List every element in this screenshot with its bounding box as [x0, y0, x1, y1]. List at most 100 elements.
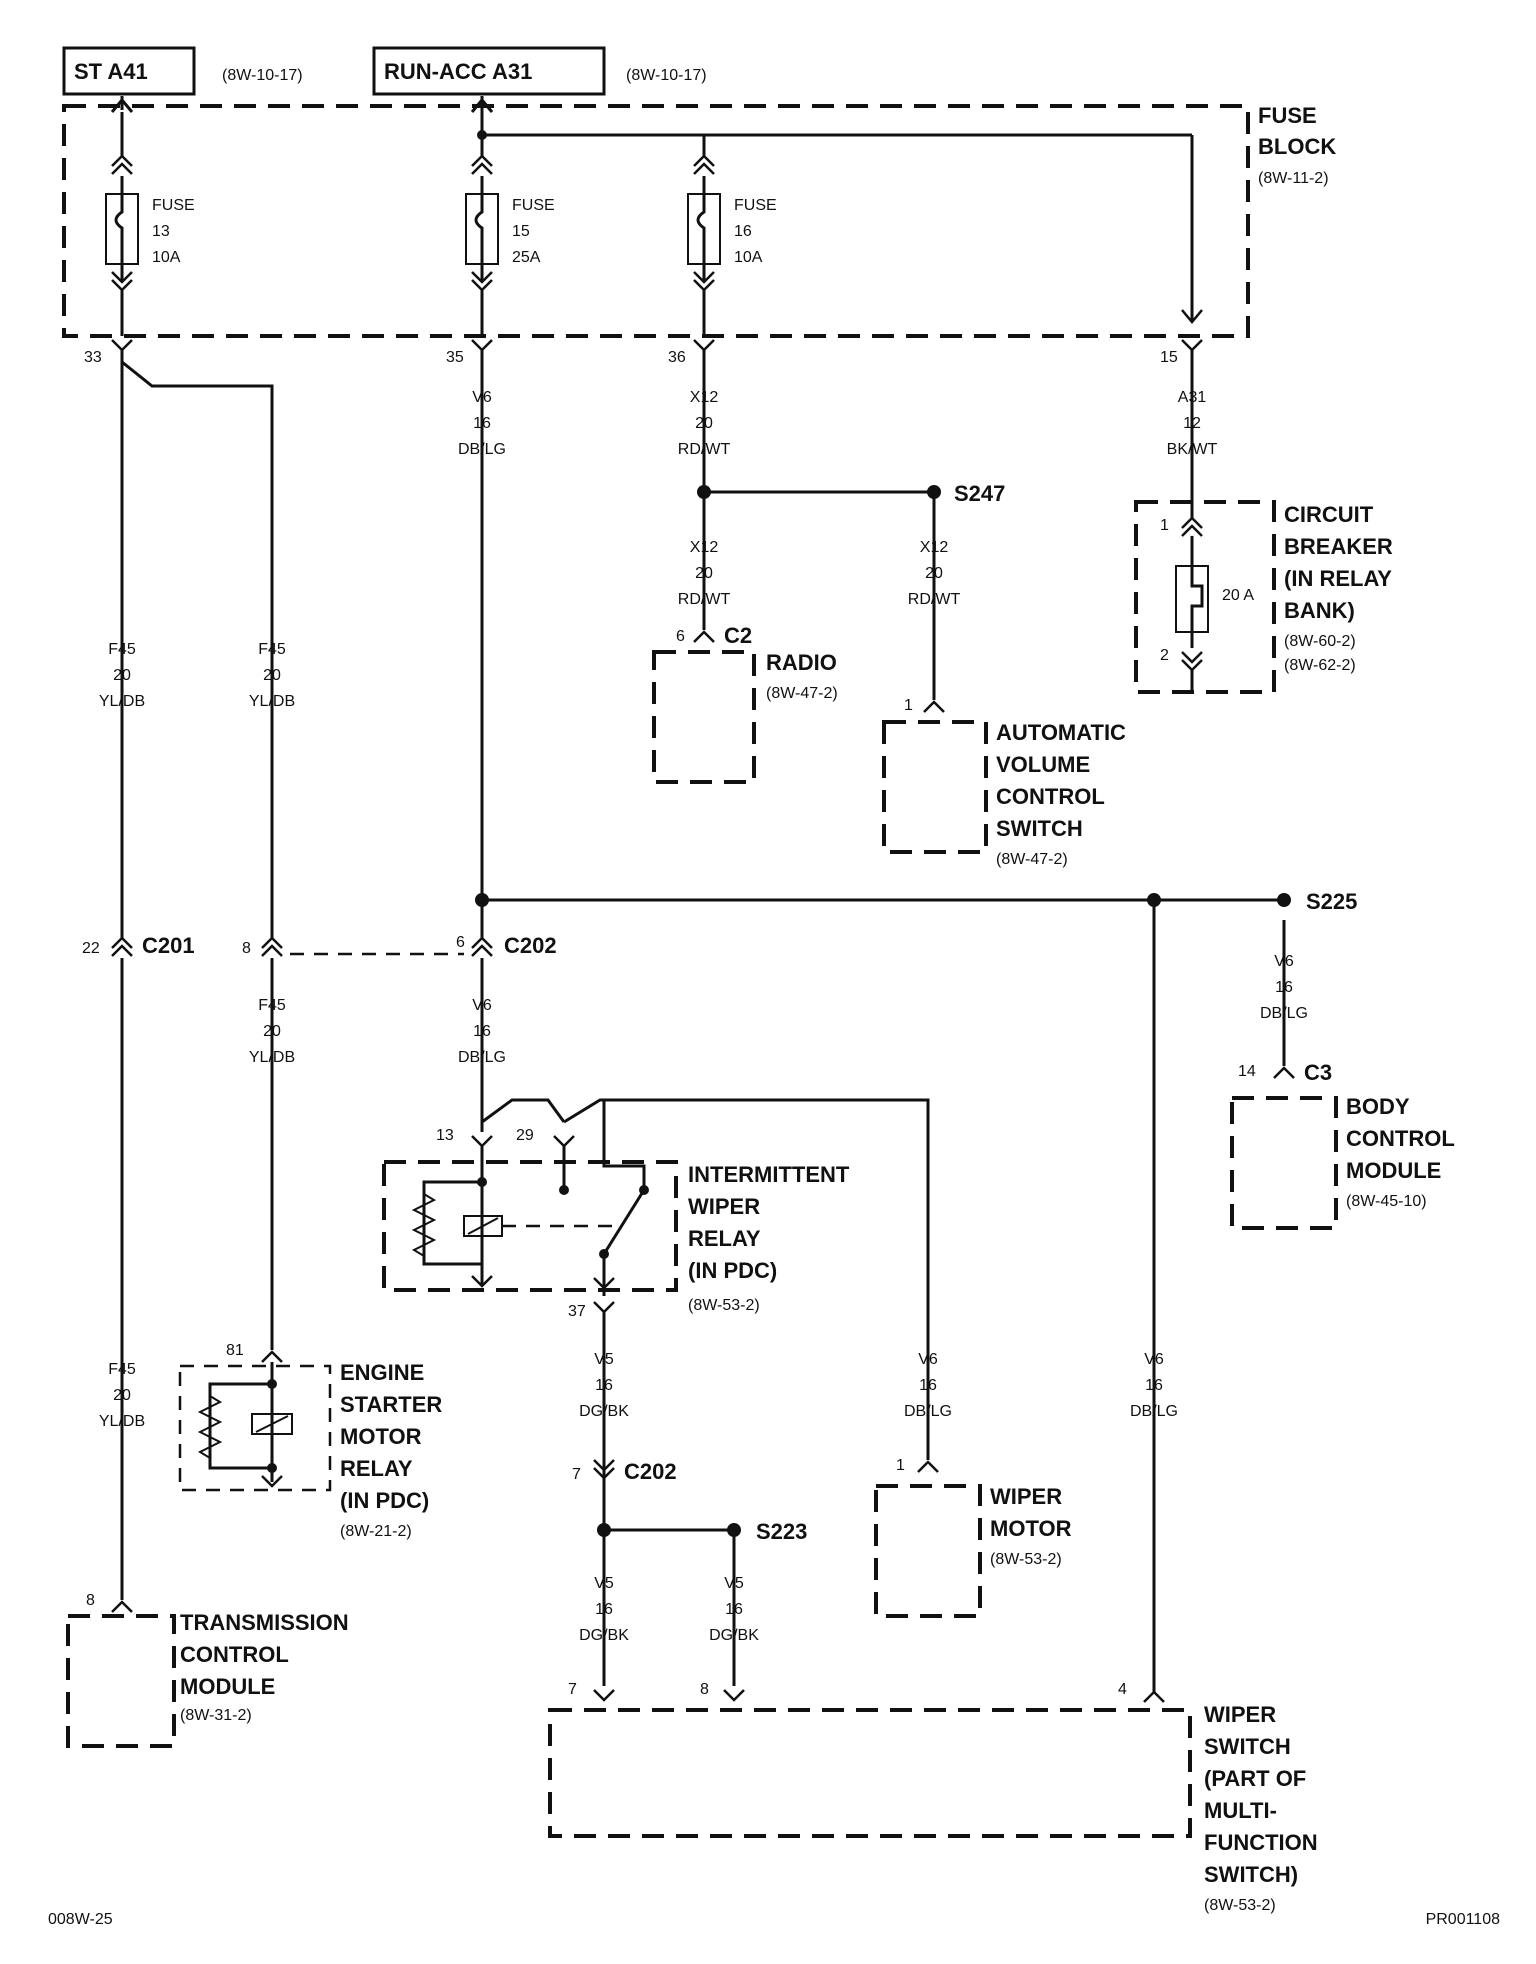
wire-x12-radio-circuit: X12: [690, 539, 719, 556]
source-runacc-label: RUN-ACC A31: [384, 59, 532, 84]
wire-x12-top-gauge: 20: [695, 415, 713, 432]
wire-v6-s225-color: DB/LG: [1260, 1005, 1308, 1022]
bcm-pin: 14: [1238, 1063, 1256, 1080]
footer-right-code: PR001108: [1426, 1911, 1501, 1928]
breaker-title2: BREAKER: [1284, 534, 1393, 559]
wire-x12-avc-color: RD/WT: [908, 591, 961, 608]
fuse-block-ref: (8W-11-2): [1258, 170, 1329, 187]
wire-x12-avc-gauge: 20: [925, 565, 943, 582]
breaker-title3: (IN RELAY: [1284, 566, 1392, 591]
iwr-title1: INTERMITTENT: [688, 1162, 850, 1187]
iwr-pin29: 29: [516, 1127, 534, 1144]
fuse-15-label: FUSE: [512, 197, 555, 214]
wire-v6-wm-gauge: 16: [919, 1377, 937, 1394]
breaker-ref1: (8W-60-2): [1284, 633, 1356, 650]
transmission-control-module: 8 TRANSMISSION CONTROL MODULE (8W-31-2): [66, 1592, 349, 1748]
bcm-ref: (8W-45-10): [1346, 1193, 1427, 1210]
wm-pin: 1: [896, 1457, 905, 1474]
fuse-15-number: 15: [512, 223, 530, 240]
engine-starter-motor-relay: 81 ENGINE STARTER MOTOR RELAY (IN PDC) (…: [178, 1342, 442, 1540]
iwr-title3: RELAY: [688, 1226, 761, 1251]
c202b-pin: 7: [572, 1466, 581, 1483]
bcm-title1: BODY: [1346, 1094, 1410, 1119]
ws-title2: SWITCH: [1204, 1734, 1291, 1759]
wire-f45-left2-gauge: 20: [113, 1387, 131, 1404]
source-st-a41: ST A41 (8W-10-17): [62, 46, 303, 96]
c202a-pin: 6: [456, 934, 465, 951]
fuse-16-rating: 10A: [734, 249, 763, 266]
splice-s247: S247: [954, 481, 1005, 506]
wire-v6-wm-circuit: V6: [918, 1351, 938, 1368]
intermittent-wiper-relay: 13 29 37 INTERMITTENT WIPER RELAY (IN PD…: [382, 1098, 930, 1460]
connector-c202-bottom: 7 C202: [572, 1459, 677, 1484]
wire-x12-radio-gauge: 20: [695, 565, 713, 582]
wiper-switch: 7 8 4 WIPER SWITCH (PART OF MULTI- FUNCT…: [548, 1681, 1318, 1914]
splice-s223: S223: [756, 1519, 807, 1544]
fuse-16-label: FUSE: [734, 197, 777, 214]
wire-v6-right-color: DB/LG: [1130, 1403, 1178, 1420]
radio-title: RADIO: [766, 650, 837, 675]
wire-x12-top-circuit: X12: [690, 389, 719, 406]
breaker-title1: CIRCUIT: [1284, 502, 1374, 527]
wm-title1: WIPER: [990, 1484, 1062, 1509]
wire-x12-radio-color: RD/WT: [678, 591, 731, 608]
wire-v6-c202-color: DB/LG: [458, 1049, 506, 1066]
wire-v5-a-color: DG/BK: [579, 1627, 629, 1644]
wire-v6-top-gauge: 16: [473, 415, 491, 432]
fuse-15: FUSE 15 25A: [465, 135, 555, 336]
ws-title6: SWITCH): [1204, 1862, 1298, 1887]
connector-c201: 22 C201: [82, 933, 195, 958]
bcm-title3: MODULE: [1346, 1158, 1441, 1183]
c202a-name: C202: [504, 933, 557, 958]
iwr-title4: (IN PDC): [688, 1258, 777, 1283]
automatic-volume-control-switch: 1 AUTOMATIC VOLUME CONTROL SWITCH (8W-47…: [882, 697, 1126, 868]
wire-v5-b-gauge: 16: [725, 1601, 743, 1618]
wire-v5-a-circuit: V5: [594, 1575, 614, 1592]
iwr-ref: (8W-53-2): [688, 1297, 760, 1314]
ws-pin4: 4: [1118, 1681, 1127, 1698]
breaker-ref2: (8W-62-2): [1284, 657, 1356, 674]
breaker-title4: BANK): [1284, 598, 1355, 623]
ws-title1: WIPER: [1204, 1702, 1276, 1727]
source-runacc-ref: (8W-10-17): [626, 67, 707, 84]
breaker-pin2: 2: [1160, 647, 1169, 664]
esr-title1: ENGINE: [340, 1360, 424, 1385]
wire-a31-circuit: A31: [1178, 389, 1207, 406]
pin-15: 15: [1160, 349, 1178, 366]
iwr-pin37: 37: [568, 1303, 586, 1320]
wire-v6-c202-circuit: V6: [472, 997, 492, 1014]
wire-f45-mid2-color: YL/DB: [249, 1049, 295, 1066]
body-control-module: 14 C3 BODY CONTROL MODULE (8W-45-10): [1230, 1060, 1455, 1230]
source-st-ref: (8W-10-17): [222, 67, 303, 84]
pin-36: 36: [668, 349, 686, 366]
avc-title2: VOLUME: [996, 752, 1090, 777]
fuse-13: FUSE 13 10A: [105, 112, 195, 336]
wire-v5-37-circuit: V5: [594, 1351, 614, 1368]
radio-ref: (8W-47-2): [766, 685, 838, 702]
tcm-title2: CONTROL: [180, 1642, 289, 1667]
ws-pin7: 7: [568, 1681, 577, 1698]
fuse-block: FUSE BLOCK (8W-11-2): [62, 103, 1336, 338]
radio-connector: C2: [724, 623, 752, 648]
source-st-label: ST A41: [74, 59, 148, 84]
radio: 6 C2 RADIO (8W-47-2): [652, 623, 838, 784]
breaker-rating: 20 A: [1222, 587, 1254, 604]
c201-pin: 22: [82, 940, 100, 957]
wire-v5-37-gauge: 16: [595, 1377, 613, 1394]
tcm-title3: MODULE: [180, 1674, 275, 1699]
wire-f45-mid-circuit: F45: [258, 641, 286, 658]
c202-pin-8: 8: [242, 940, 251, 957]
avc-title3: CONTROL: [996, 784, 1105, 809]
avc-pin: 1: [904, 697, 913, 714]
wire-v5-37-color: DG/BK: [579, 1403, 629, 1420]
wm-title2: MOTOR: [990, 1516, 1072, 1541]
ws-title5: FUNCTION: [1204, 1830, 1318, 1855]
esr-pin: 81: [226, 1342, 244, 1359]
ws-ref: (8W-53-2): [1204, 1897, 1276, 1914]
wiper-motor: 1 WIPER MOTOR (8W-53-2): [874, 1457, 1072, 1618]
pin-35: 35: [446, 349, 464, 366]
fuse-13-number: 13: [152, 223, 170, 240]
pin-33: 33: [84, 349, 102, 366]
wire-f45-mid2-circuit: F45: [258, 997, 286, 1014]
